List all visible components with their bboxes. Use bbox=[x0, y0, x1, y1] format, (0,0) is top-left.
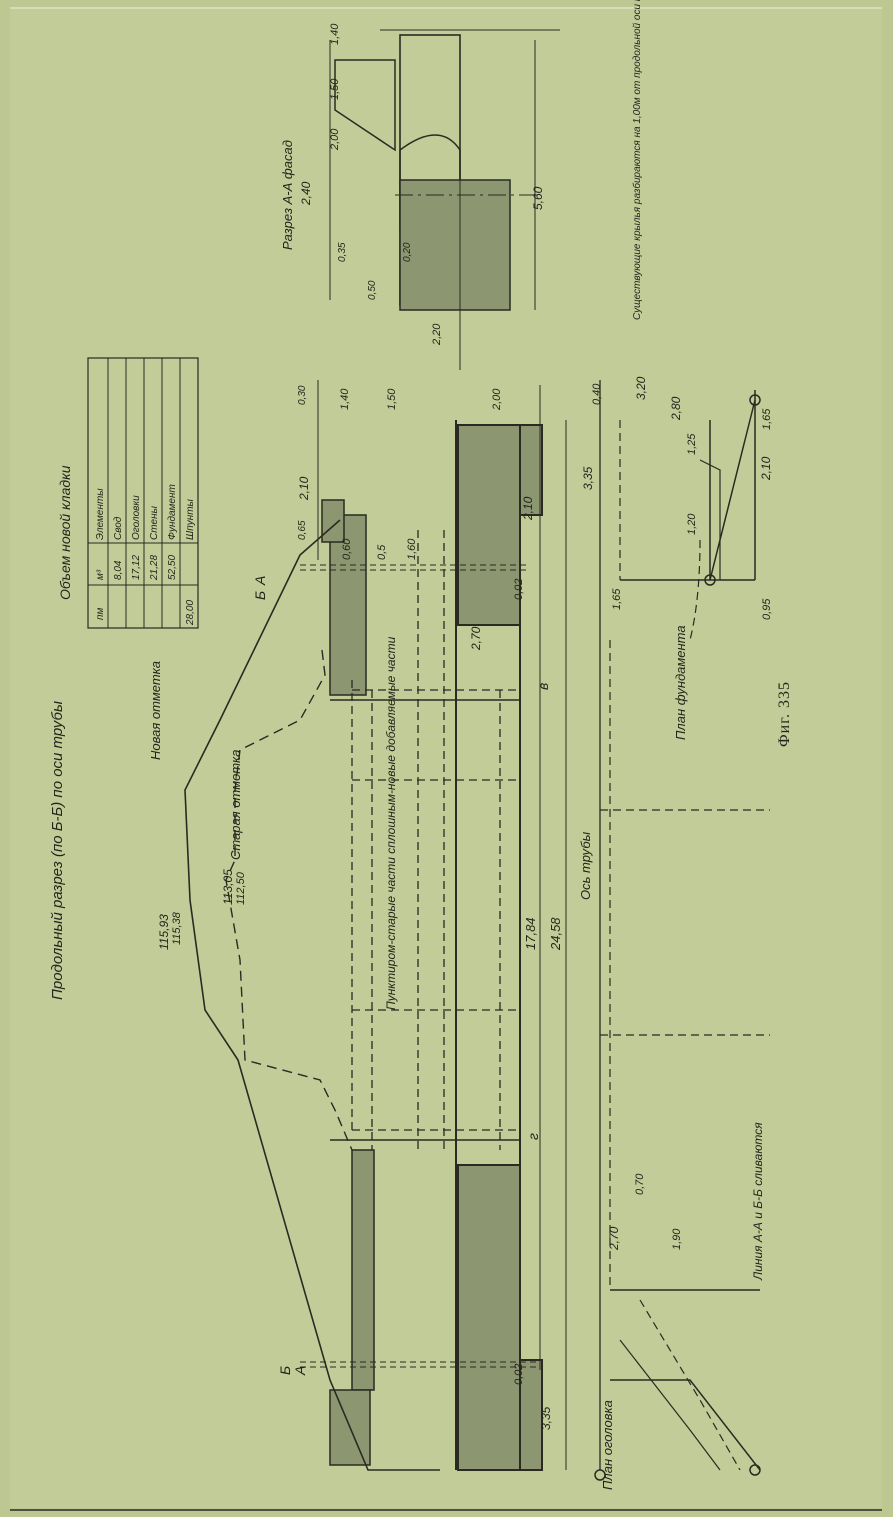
table-header-pm: пм bbox=[95, 607, 106, 620]
dim-2-70-a: 2,70 bbox=[469, 626, 483, 651]
dim-1-50-b: 1,50 bbox=[386, 388, 398, 410]
dim-0-40: 0,40 bbox=[591, 383, 603, 405]
elev-113-05: 113,05 bbox=[221, 869, 235, 905]
table-row-2-name: Оголовки bbox=[131, 495, 142, 540]
dim-2-10-c: 2,10 bbox=[759, 456, 773, 481]
table-row-3-name: Стены bbox=[149, 505, 160, 540]
dim-0-30: 0,30 bbox=[297, 385, 308, 405]
dim-0-02-a: 0,02 bbox=[513, 579, 525, 600]
marker-b-upper: Б bbox=[252, 591, 268, 600]
dim-1-65b: 1,65 bbox=[761, 408, 773, 430]
dim-0-20: 0,20 bbox=[402, 242, 413, 262]
axis-label: Ось трубы bbox=[578, 831, 593, 900]
dim-3-35-a: 3,35 bbox=[539, 1406, 553, 1430]
table-row-5-pm: 28,00 bbox=[185, 600, 196, 626]
dim-1-50-a: 1,50 bbox=[329, 78, 341, 100]
table-row-5-name: Шпунты bbox=[185, 498, 196, 540]
dim-3-20: 3,20 bbox=[634, 376, 648, 400]
dim-2-00-b: 2,00 bbox=[491, 388, 503, 411]
dim-0-50: 0,50 bbox=[367, 280, 378, 300]
table-row-1-name: Свод bbox=[113, 516, 124, 540]
dim-1-20: 1,20 bbox=[686, 513, 698, 535]
elev-115-38: 115,38 bbox=[171, 911, 183, 945]
dim-17-84: 17,84 bbox=[523, 917, 538, 950]
dim-1-65: 1,65 bbox=[611, 588, 623, 610]
figure-caption: Фиг. 335 bbox=[775, 681, 793, 747]
dim-24-58: 24,58 bbox=[548, 917, 563, 951]
label-old-level: Старая отметка bbox=[228, 750, 243, 860]
plan-head-label: План оголовка bbox=[600, 1400, 615, 1490]
marker-b-lower: Б bbox=[277, 1366, 293, 1375]
marker-v: в bbox=[535, 683, 551, 690]
dim-0-02-b: 0,02 bbox=[513, 1364, 525, 1385]
label-new-level: Новая отметка bbox=[148, 661, 163, 760]
main-title: Продольный разрез (по Б-Б) по оси трубы bbox=[49, 701, 66, 1000]
table-row-1-m3: 8,04 bbox=[113, 560, 124, 580]
dim-0-95: 0,95 bbox=[761, 598, 773, 620]
dim-0-60: 0,60 bbox=[341, 538, 353, 560]
plan-foundation-label: План фундамента bbox=[673, 625, 688, 740]
dim-2-70-b: 2,70 bbox=[607, 1226, 621, 1251]
marker-a-lower: А bbox=[292, 1366, 308, 1376]
table-row-3-m3: 21,28 bbox=[149, 555, 160, 581]
dim-1-60: 1,60 bbox=[406, 538, 418, 560]
dim-0-5: 0,5 bbox=[376, 544, 388, 560]
table-header-elements: Элементы bbox=[95, 488, 106, 540]
dim-2-10-b: 2,10 bbox=[521, 496, 535, 521]
note-lines: Линия А-А и Б-Б сливаются bbox=[751, 1122, 765, 1281]
elev-115-93: 115,93 bbox=[157, 914, 171, 950]
section-title: Разрез А-А фасад bbox=[280, 140, 295, 250]
dim-2-10-a: 2,10 bbox=[297, 476, 311, 501]
dim-1-40-a: 1,40 bbox=[329, 23, 341, 45]
note-wings: Существующие крылья разбираются на 1,00м… bbox=[631, 0, 643, 320]
legend-note: Пунктиром-старые части сплошным-новые до… bbox=[384, 636, 398, 1010]
table-row-4-m3: 52,50 bbox=[167, 555, 178, 580]
longitudinal-section bbox=[184, 420, 543, 1471]
dim-3-35-b: 3,35 bbox=[581, 466, 595, 490]
dim-1-25: 1,25 bbox=[686, 433, 698, 455]
dim-0-65: 0,65 bbox=[297, 520, 308, 540]
table-row-4-name: Фундамент bbox=[167, 484, 178, 540]
elev-112-50: 112,50 bbox=[235, 871, 247, 905]
marker-g: г bbox=[525, 1133, 541, 1140]
volume-table-frame bbox=[87, 357, 199, 629]
dimension-lines bbox=[317, 380, 567, 1470]
dim-2-00-a: 2,00 bbox=[329, 128, 341, 151]
dim-1-90: 1,90 bbox=[671, 1228, 683, 1250]
cross-section-a-a bbox=[329, 29, 560, 370]
foundation-plan bbox=[594, 380, 770, 1481]
table-title: Объем новой кладки bbox=[57, 465, 73, 600]
dim-1-40-b: 1,40 bbox=[339, 388, 351, 410]
dim-0-70: 0,70 bbox=[634, 1173, 646, 1195]
dim-2-80: 2,80 bbox=[669, 396, 683, 421]
dim-2-20: 2,20 bbox=[431, 323, 443, 346]
text-labels: Продольный разрез (по Б-Б) по оси трубы … bbox=[49, 0, 773, 1490]
table-header-m3: м³ bbox=[95, 569, 106, 580]
marker-a-upper: А bbox=[252, 576, 268, 586]
dim-2-40: 2,40 bbox=[299, 181, 313, 206]
dim-5-60: 5,60 bbox=[531, 186, 545, 210]
table-row-2-m3: 17,12 bbox=[131, 555, 142, 580]
dim-0-35: 0,35 bbox=[337, 242, 348, 262]
